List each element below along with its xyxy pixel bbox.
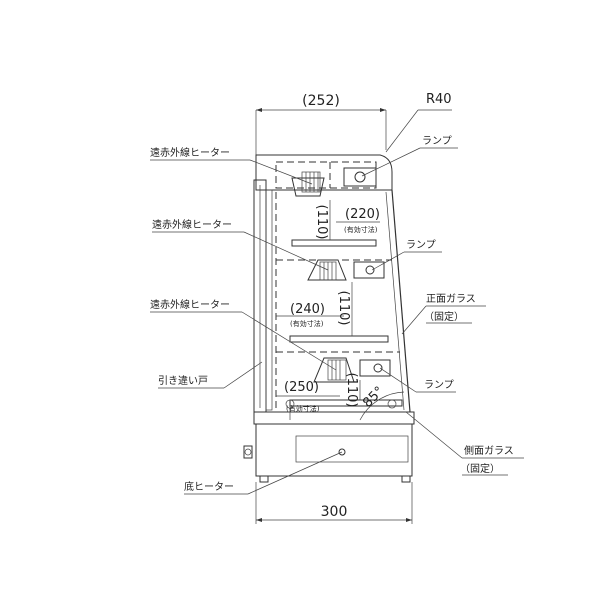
top-width-label: (252): [302, 93, 340, 109]
glass-angle-label: 85°: [360, 384, 387, 411]
heater-label-1: 遠赤外線ヒーター: [150, 146, 230, 159]
sliding-door-callout: 引き違い戸: [158, 361, 263, 389]
shelf-1: [276, 239, 392, 261]
lamp-fixture-3: [359, 359, 391, 377]
lamp-callout-2: ランプ: [371, 239, 442, 271]
lamp-fixture-1: [343, 167, 377, 187]
front-glass-label: 正面ガラス: [426, 293, 476, 305]
heater-callout-1: 遠赤外線ヒーター: [150, 146, 313, 185]
shelf-3-width: (250): [284, 380, 319, 395]
shelf-3-dimensions: (250) (有効寸法) (110): [276, 373, 361, 413]
top-width-dimension: (252): [255, 93, 387, 155]
shelf-2-dimensions: (240) (有効寸法) (110): [276, 282, 353, 336]
bottom-heater-callout: 底ヒーター: [184, 451, 343, 495]
side-glass-label: 側面ガラス: [464, 444, 514, 457]
shelf-2-width: (240): [290, 302, 325, 317]
front-glass-fixed-label: （固定）: [424, 310, 464, 323]
lamp-callout-3: ランプ: [379, 367, 456, 393]
heater-callout-2: 遠赤外線ヒーター: [152, 218, 329, 271]
heater-callout-3: 遠赤外線ヒーター: [150, 298, 337, 371]
lamp-callout-1: ランプ: [361, 135, 458, 177]
side-glass-fixed-label: （固定）: [460, 462, 500, 475]
shelf-1-width: (220): [345, 207, 380, 222]
bottom-heater: [285, 399, 397, 456]
shelf-3-note: (有効寸法): [286, 404, 320, 413]
sliding-door-label: 引き違い戸: [158, 374, 208, 387]
shelf-3-pitch: (110): [344, 373, 359, 408]
heater-block-1: [291, 171, 325, 197]
lamp-label-1: ランプ: [422, 135, 452, 147]
lamp-label-3: ランプ: [424, 379, 454, 391]
heater-label-3: 遠赤外線ヒーター: [150, 298, 230, 311]
bottom-width-label: 300: [321, 504, 348, 520]
radius-callout: R40: [385, 92, 452, 153]
front-glass-callout: 正面ガラス （固定）: [401, 293, 486, 335]
lamp-fixture-2: [353, 261, 385, 279]
lamp-label-2: ランプ: [406, 239, 436, 251]
side-glass-callout: 側面ガラス （固定）: [405, 411, 524, 476]
shelf-3: [276, 399, 410, 413]
shelf-2: [276, 335, 400, 353]
radius-label: R40: [426, 92, 452, 107]
shelf-1-dimensions: (220) (有効寸法) (110): [314, 200, 380, 240]
bottom-heater-label: 底ヒーター: [184, 480, 234, 493]
shelf-1-note: (有効寸法): [344, 225, 378, 234]
heater-block-2: [307, 259, 347, 281]
shelf-1-pitch: (110): [314, 205, 329, 240]
bottom-width-dimension: 300: [255, 482, 413, 524]
shelf-2-note: (有効寸法): [290, 319, 324, 328]
shelf-2-pitch: (110): [336, 291, 351, 326]
heater-label-2: 遠赤外線ヒーター: [152, 218, 232, 231]
